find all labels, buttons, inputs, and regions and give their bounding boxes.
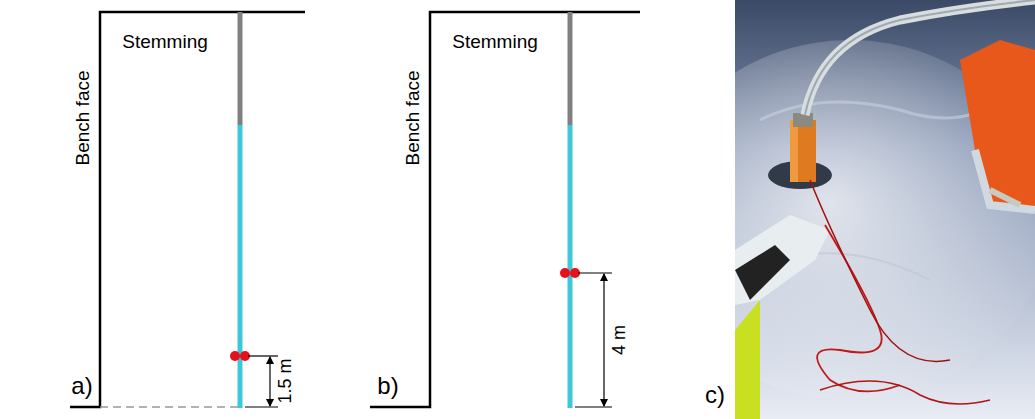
dimension-label: 4 m [610, 325, 628, 355]
detonator [560, 268, 580, 278]
bench-face-label: Bench face [403, 70, 422, 165]
panel-letter: c) [705, 383, 725, 407]
bench-face-label: Bench face [73, 70, 92, 165]
charge-column [568, 125, 573, 408]
dimension-label: 1.5 m [276, 358, 294, 403]
stemming-label: Stemming [122, 32, 208, 51]
detonator [230, 351, 250, 361]
bench-a [70, 12, 305, 407]
bench-b [370, 12, 640, 407]
stemming-column [568, 12, 573, 125]
charge-column [238, 125, 243, 408]
field-photo [650, 0, 1035, 419]
dimension-a [245, 356, 278, 407]
dimension-b [575, 273, 612, 407]
stemming-label: Stemming [452, 32, 538, 51]
panel-letter: a) [71, 374, 92, 398]
panel-letter: b) [377, 374, 398, 398]
stemming-column [238, 12, 243, 125]
